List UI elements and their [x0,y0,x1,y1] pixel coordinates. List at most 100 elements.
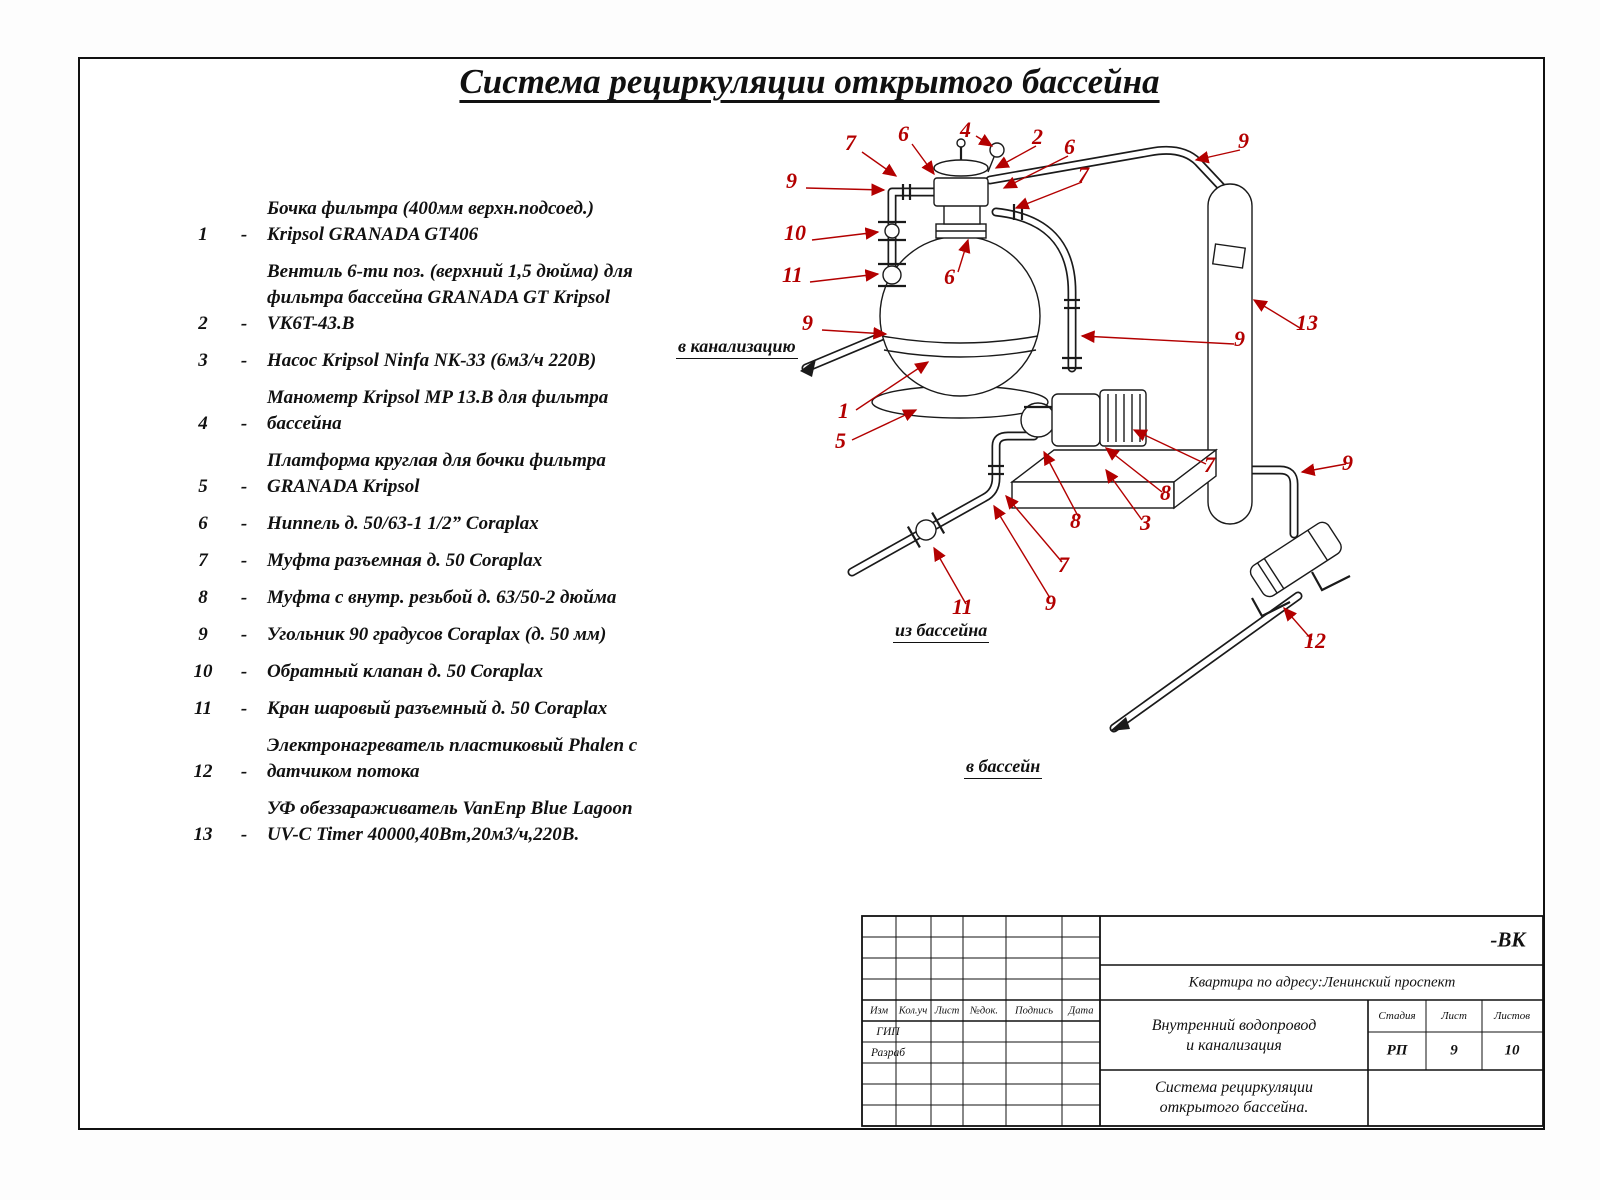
callout-8: 8 [1070,508,1081,533]
part-number: 12 [193,761,213,782]
callout-leader-lines [805,133,1347,641]
label-to-sewer: в канализацию [676,336,798,359]
pump-motor [1099,389,1147,447]
parts-list-item: 12-Электронагреватель пластиковый Phalen… [185,733,733,785]
part-number: 2 [198,313,208,334]
parts-list-item: 3 -Насос Kripsol Ninfa NK-33 (6м3/ч 220В) [185,348,733,374]
pump-base-front [1011,481,1175,509]
pump [1009,356,1219,510]
stamp-stage-label: Стадия [1378,1010,1416,1022]
stamp-role-razrab: Разраб [870,1047,906,1059]
parts-list-item: 4-Манометр Kripsol MP 13.B для фильтра б… [185,385,733,437]
part-description: Вентиль 6-ти поз. (верхний 1,5 дюйма) дл… [267,261,633,334]
stamp-project-name: Квартира по адресу:Ленинский проспект [1188,974,1456,991]
callout-1: 1 [838,398,849,423]
part-dash: - [240,513,248,534]
part-dash: - [240,350,248,371]
part-description: Кран шаровый разъемный д. 50 Coraplax [267,698,608,719]
pressure-gauge [989,142,1005,158]
parts-list-item: 13-УФ обеззараживатель VanEnp Blue Lagoo… [185,796,733,848]
part-dash: - [240,476,248,497]
part-dash: - [240,224,248,245]
part-dash: - [240,661,248,682]
parts-list-item: 7 -Муфта разъемная д. 50 Coraplax [185,548,733,574]
callout-12: 12 [1304,628,1326,653]
part-number: 3 [198,350,208,371]
uv-label-plate [1211,243,1247,269]
part-description: УФ обеззараживатель VanEnp Blue Lagoon U… [267,798,633,845]
part-number: 5 [198,476,208,497]
stamp-sheet-value: 9 [1450,1042,1458,1059]
parts-list-item: 5 -Платформа круглая для бочки фильтра GR… [185,448,733,500]
check-valve [884,223,900,239]
part-number: 10 [193,661,213,682]
part-description: Ниппель д. 50/63-1 1/2” Coraplax [267,513,539,534]
callout-11: 11 [952,594,973,619]
filter-tank [871,203,1049,419]
page-title: Система рециркуляции открытого бассейна [459,62,1160,101]
stamp-stage-value: РП [1386,1042,1408,1059]
multiport-valve [933,138,1005,207]
suction-fittings [906,464,1004,548]
callout-13: 13 [1296,310,1318,335]
parts-list-item: 10 -Обратный клапан д. 50 Coraplax [185,659,733,685]
callout-10: 10 [784,220,806,245]
part-description: Платформа круглая для бочки фильтра GRAN… [267,450,606,497]
parts-list-item: 2-Вентиль 6-ти поз. (верхний 1,5 дюйма) … [185,259,733,337]
callout-5: 5 [835,428,846,453]
stamp-col-izm: Изм [869,1005,889,1017]
heater-bracket [1311,571,1351,592]
stamp-col-podpis: Подпись [1015,1005,1053,1017]
callout-9: 9 [1234,326,1245,351]
callout-6: 6 [898,121,909,146]
valve-body [933,177,989,207]
part-dash: - [240,550,248,571]
tank-neck [943,203,981,225]
stamp-role-gip: ГИП [876,1026,900,1038]
part-description: Муфта с внутр. резьбой д. 63/50-2 дюйма [267,587,617,608]
stamp-col-list: Лист [934,1005,960,1017]
part-dash: - [240,698,248,719]
flow-arrow-to-sewer [800,359,816,377]
callout-7: 7 [845,130,856,155]
label-to-pool: в бассейн [964,756,1043,779]
electric-heater [1249,521,1351,618]
callout-8: 8 [1160,480,1171,505]
callout-6: 6 [944,264,955,289]
parts-list-item: 9-Угольник 90 градусов Coraplax (д. 50 м… [185,622,733,648]
part-number: 9 [198,624,208,645]
ball-valve-drain [882,265,902,285]
callout-2: 2 [1032,124,1043,149]
part-description: Бочка фильтра (400мм верхн.подсоед.) Kri… [267,198,594,245]
callout-7: 7 [1078,162,1089,187]
part-description: Обратный клапан д. 50 Coraplax [267,661,544,682]
callout-9: 9 [1045,590,1056,615]
part-number: 4 [198,413,208,434]
stamp-sheets-label: Листов [1493,1010,1531,1022]
part-dash: - [240,624,248,645]
parts-list-item: 6-Ниппель д. 50/63-1 1/2” Coraplax [185,511,733,537]
stamp-doc-title: Внутренний водопровод и канализация [1151,1017,1317,1054]
ball-valve-suction [915,519,937,541]
callout-6: 6 [1064,134,1075,159]
part-number: 13 [193,824,213,845]
callout-3: 3 [1140,510,1151,535]
part-description: Насос Kripsol Ninfa NK-33 (6м3/ч 220В) [267,350,597,371]
heater-bracket [1251,597,1291,618]
part-description: Муфта разъемная д. 50 Coraplax [267,550,543,571]
callout-9: 9 [1238,128,1249,153]
callout-4: 4 [960,117,971,142]
callout-11: 11 [782,262,803,287]
tank-body [879,235,1041,397]
flow-arrow-to-pool [1110,717,1130,731]
title-block-grid [861,915,1544,1127]
part-number: 7 [198,550,208,571]
label-from-pool: из бассейна [893,620,990,643]
parts-list-item: 11-Кран шаровый разъемный д. 50 Coraplax [185,696,733,722]
part-number: 1 [198,224,208,245]
part-dash: - [240,587,248,608]
part-description: Электронагреватель пластиковый Phalen с … [267,735,638,782]
part-description: Манометр Kripsol MP 13.B для фильтра бас… [267,387,609,434]
